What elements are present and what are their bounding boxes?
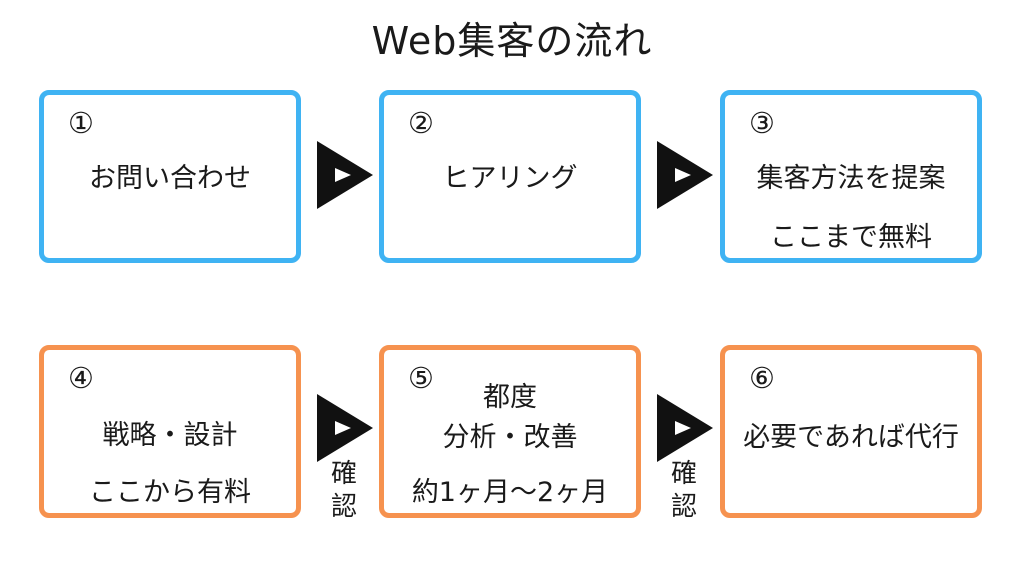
play-arrow-icon [657, 141, 713, 209]
step-text: 戦略・設計 [102, 420, 238, 451]
step-text: 都度 [483, 382, 537, 413]
step-number: ⑤ [408, 361, 434, 395]
free-note: ここまで無料 [770, 222, 932, 253]
step-box-4: ④ 戦略・設計 ここから有料 [39, 345, 301, 518]
confirm-label: 確 認 [330, 459, 357, 522]
step-number: ① [68, 106, 94, 140]
play-arrow-icon [657, 394, 713, 462]
step-text: 必要であれば代行 [743, 422, 959, 453]
page-title: Web集客の流れ [371, 19, 653, 63]
step-text: 分析・改善 [442, 422, 578, 453]
play-arrow-icon [317, 141, 373, 209]
confirm-label: 確 認 [670, 459, 697, 522]
duration-note: 約1ヶ月〜2ヶ月 [411, 477, 609, 508]
step-number: ③ [749, 106, 775, 140]
play-arrow-icon [317, 394, 373, 462]
step-box-2: ② ヒアリング [379, 90, 641, 263]
step-box-3: ③ 集客方法を提案 ここまで無料 [720, 90, 982, 263]
step-number: ④ [68, 361, 94, 395]
step-text: お問い合わせ [89, 163, 251, 194]
step-number: ⑥ [749, 361, 775, 395]
step-number: ② [408, 106, 434, 140]
step-box-1: ① お問い合わせ [39, 90, 301, 263]
step-text: ヒアリング [442, 163, 578, 194]
step-text: 集客方法を提案 [756, 163, 946, 194]
step-box-5: ⑤ 都度 分析・改善 約1ヶ月〜2ヶ月 [379, 345, 641, 518]
step-box-6: ⑥ 必要であれば代行 [720, 345, 982, 518]
paid-note: ここから有料 [89, 477, 251, 508]
